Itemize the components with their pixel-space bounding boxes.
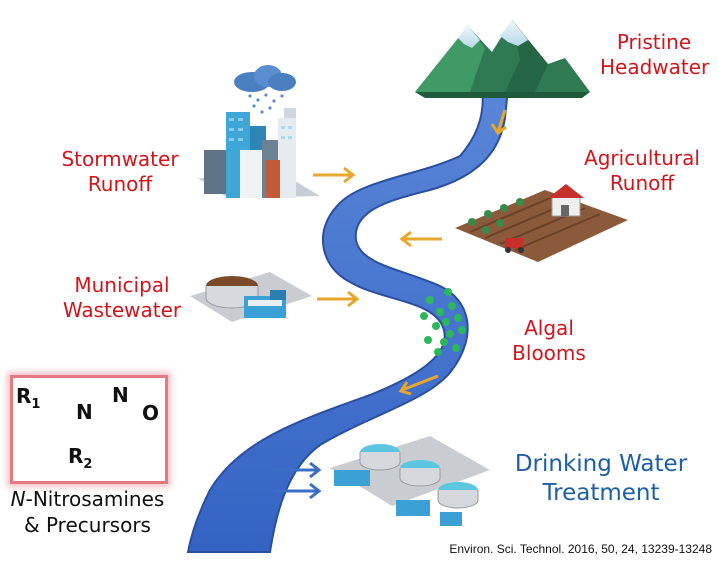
atom-r2: R2 xyxy=(68,444,92,472)
farm-icon xyxy=(455,184,628,262)
arrow-agricultural xyxy=(399,230,442,248)
atom-r1: R1 xyxy=(16,384,40,412)
arrow-municipal xyxy=(317,290,360,308)
water-treatment-plant-icon xyxy=(330,436,490,526)
atom-o: O xyxy=(142,401,160,425)
label-line: Treatment xyxy=(542,480,660,506)
arrow-headwater xyxy=(490,109,507,136)
chemical-name: N-Nitrosamines & Precursors xyxy=(0,486,175,538)
chemical-name-line1: N-Nitrosamines xyxy=(0,486,175,512)
chemical-name-line2: & Precursors xyxy=(24,513,151,537)
label-pristine-headwater: Pristine Headwater xyxy=(600,30,710,80)
label-line: Agricultural xyxy=(584,146,700,170)
label-line: Runoff xyxy=(609,171,675,195)
label-line: Drinking Water xyxy=(514,451,688,477)
mountain-icon xyxy=(415,20,590,98)
label-line: Runoff xyxy=(87,172,153,196)
citation: Environ. Sci. Technol. 2016, 50, 24, 132… xyxy=(449,542,712,556)
label-municipal-wastewater: Municipal Wastewater xyxy=(52,273,192,323)
atom-symbol: R xyxy=(68,444,84,468)
label-line: Headwater xyxy=(600,55,710,79)
arrow-stormwater xyxy=(313,166,356,184)
label-agricultural-runoff: Agricultural Runoff xyxy=(572,146,712,196)
label-line: Municipal xyxy=(74,273,170,297)
label-line: Wastewater xyxy=(62,298,182,322)
label-line: Algal xyxy=(524,316,574,340)
chemical-name-rest: -Nitrosamines xyxy=(25,487,165,511)
label-algal-blooms: Algal Blooms xyxy=(508,316,590,366)
atom-subscript: 1 xyxy=(31,397,41,412)
chemical-structure-box xyxy=(10,375,168,484)
arrow-to-treatment-1 xyxy=(273,461,322,479)
arrow-algal xyxy=(398,374,439,396)
rain-cloud-icon xyxy=(234,65,296,114)
atom-symbol: R xyxy=(16,384,32,408)
label-stormwater-runoff: Stormwater Runoff xyxy=(50,147,190,197)
wastewater-plant-icon xyxy=(190,272,312,322)
atom-n1: N xyxy=(76,400,93,424)
algae-dots xyxy=(420,288,466,356)
label-line: Pristine xyxy=(616,30,692,54)
label-line: Stormwater xyxy=(61,147,179,171)
label-drinking-water-treatment: Drinking Water Treatment xyxy=(496,450,706,508)
city-skyline-icon xyxy=(198,108,320,198)
atom-subscript: 2 xyxy=(83,457,93,472)
chemical-name-prefix: N xyxy=(10,487,26,511)
arrow-to-treatment-2 xyxy=(273,482,322,500)
label-line: Blooms xyxy=(512,341,586,365)
atom-n2: N xyxy=(112,383,129,407)
